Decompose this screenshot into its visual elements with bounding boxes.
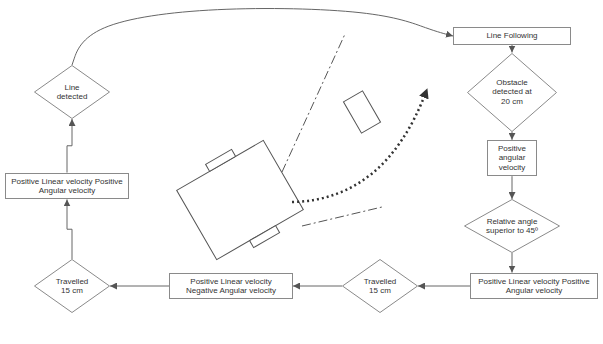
node-text: Obstacle detected at 20 cm [487, 78, 537, 106]
node-text: Relative angle superior to 45º [485, 217, 539, 236]
node-text: Travelled 15 cm [359, 277, 401, 296]
flow-arrow [418, 286, 470, 287]
flow-arrow [67, 199, 72, 259]
node-text: Positive Linear velocity Negative Angula… [174, 277, 288, 296]
node-text: Positive Linear velocity Positive Angula… [475, 277, 593, 296]
node-text: Travelled 15 cm [51, 277, 93, 296]
process-box: Positive angular velocity [487, 140, 537, 176]
decision-diamond: Travelled 15 cm [34, 259, 110, 313]
robot-trajectory [292, 92, 426, 202]
flow-arrow [110, 286, 169, 287]
sensor-ray [302, 207, 382, 226]
node-text: Positive angular velocity [492, 144, 532, 172]
robot-wheel [206, 149, 236, 171]
robot-wheel [250, 226, 280, 248]
decision-diamond: Travelled 15 cm [342, 259, 418, 313]
flow-arrow [293, 286, 342, 287]
process-box: Positive Linear velocity Negative Angula… [169, 273, 293, 300]
process-box: Line Following [453, 27, 571, 44]
flow-arrow [512, 176, 513, 199]
process-box: Positive Linear velocity Positive Angula… [470, 273, 598, 300]
decision-diamond: Line detected [34, 65, 110, 119]
flow-arrow [512, 253, 513, 273]
node-text: Line Following [486, 31, 537, 40]
obstacle [343, 91, 380, 133]
decision-diamond: Obstacle detected at 20 cm [467, 53, 557, 132]
flow-arrow [512, 132, 513, 140]
robot-body [177, 140, 304, 259]
sensor-ray [282, 34, 345, 172]
flow-arrow [67, 119, 72, 173]
flow-arrow [512, 45, 513, 53]
process-box: Positive Linear velocity Positive Angula… [5, 173, 129, 200]
node-text: Positive Linear velocity Positive Angula… [10, 177, 124, 196]
flow-arrow [72, 9, 453, 65]
decision-diamond: Relative angle superior to 45º [464, 199, 560, 253]
node-text: Line detected [51, 83, 93, 102]
robot [173, 133, 308, 266]
